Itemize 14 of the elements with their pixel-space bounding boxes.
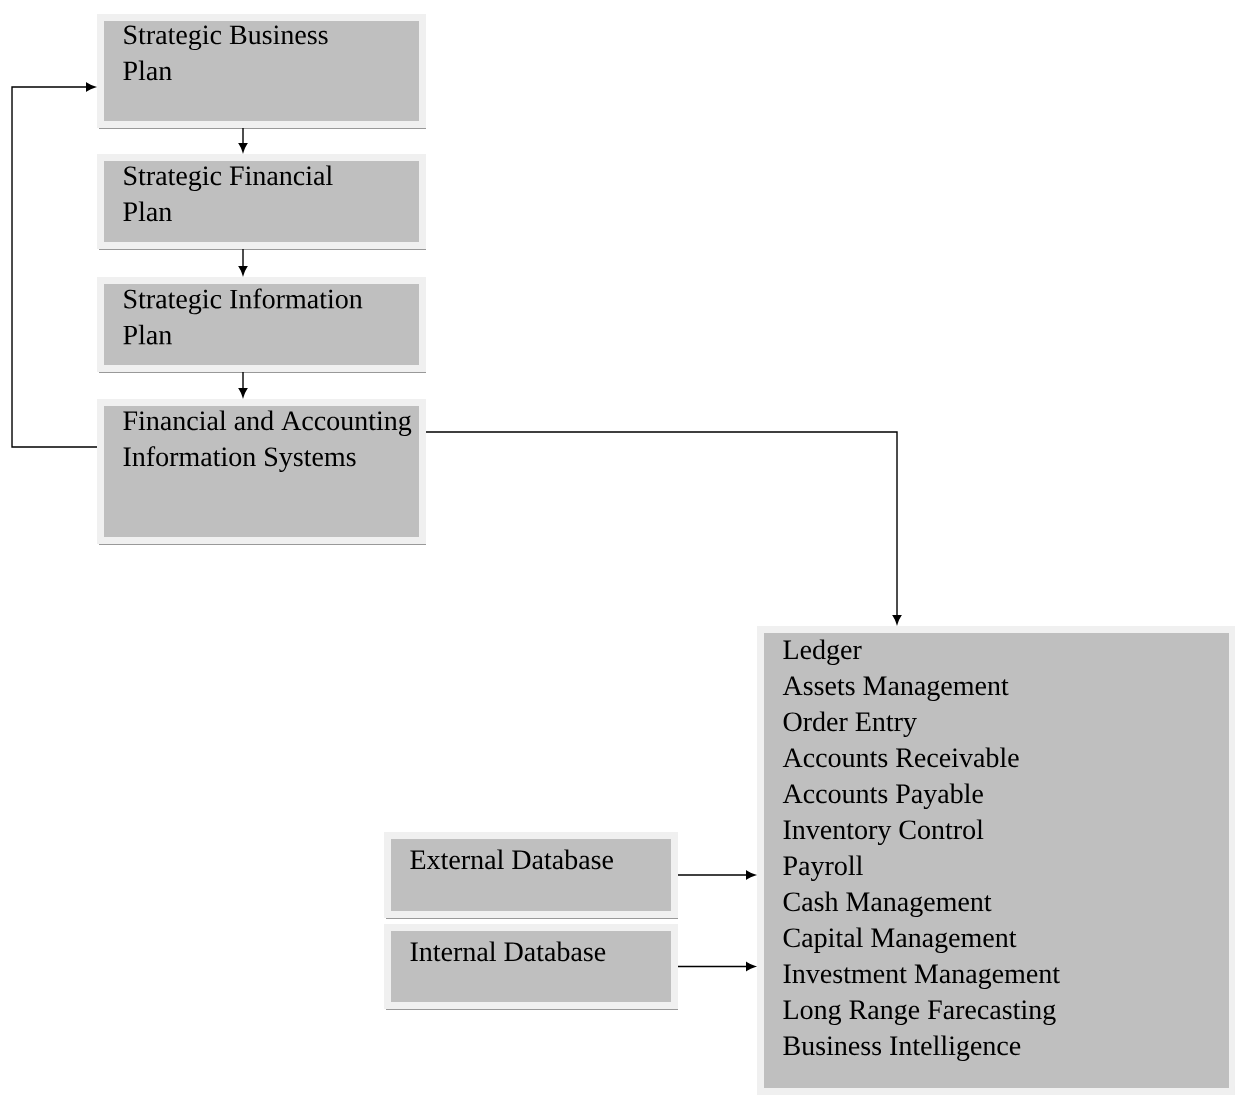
arrow (238, 127, 248, 153)
process-box: Strategic Information Plan (97, 277, 426, 373)
process-box: Financial and Accounting Information Systems (97, 399, 426, 545)
process-box: Internal Database (384, 924, 678, 1010)
arrow (238, 371, 248, 398)
arrow (11, 82, 98, 448)
process-box: Strategic Business Plan (97, 14, 426, 129)
arrow (425, 431, 902, 625)
process-box: External Database (384, 832, 678, 919)
arrow (238, 248, 248, 276)
process-box: Ledger Assets Management Order Entry Accounts Receivable Accounts Payable Inventory Control Payroll Cash Management Capital Management Investment Management Long Range Farecasting Business Intelligence (757, 626, 1235, 1095)
arrow (677, 870, 756, 880)
process-box: Strategic Financial Plan (97, 154, 426, 250)
arrow (677, 962, 756, 971)
